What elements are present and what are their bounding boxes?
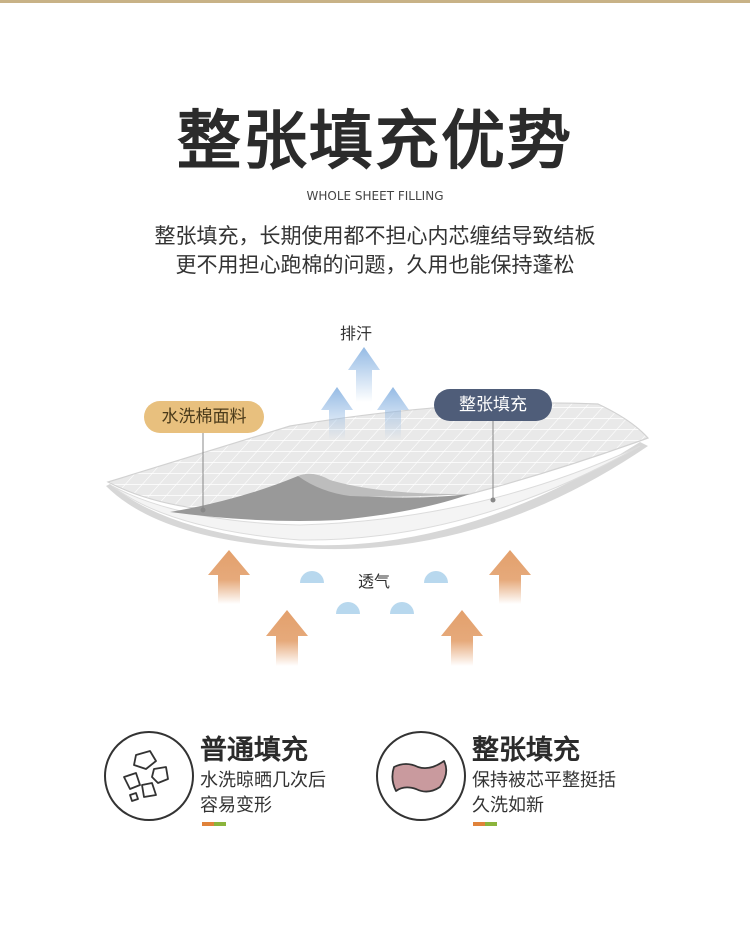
whole-fill-icon-circle (376, 731, 466, 821)
sweat-label: 排汗 (340, 324, 373, 343)
pad-white-layer (111, 445, 641, 541)
whole-fill-desc-1: 保持被芯平整挺括 (472, 770, 616, 791)
air-arrow-3 (266, 610, 308, 666)
description-line-2: 更不用担心跑棉的问题，久用也能保持蓬松 (175, 253, 575, 277)
sweat-arrows (321, 347, 409, 440)
air-arrow-4 (441, 610, 483, 666)
sweat-arrow-left (321, 387, 353, 440)
sweat-arrow-right (377, 387, 409, 440)
ordinary-fill-accent-bar (202, 822, 226, 826)
fabric-tag: 水洗棉面料 (144, 401, 264, 433)
page-title: 整张填充优势 (177, 105, 573, 179)
ordinary-fill-desc-2: 容易变形 (200, 795, 272, 816)
whole-fill-title: 整张填充 (472, 735, 580, 766)
filling-layer (170, 476, 470, 521)
air-arrows (208, 550, 531, 666)
top-divider-line (0, 0, 750, 3)
ordinary-fill-title: 普通填充 (200, 735, 308, 766)
description-line-1: 整张填充，长期使用都不担心内芯缠结导致结板 (154, 224, 596, 248)
sweat-arrow-center (348, 347, 380, 402)
ordinary-fill-desc-1: 水洗晾晒几次后 (200, 770, 326, 791)
whole-fill-desc-2: 久洗如新 (472, 795, 544, 816)
whole-fill-tag: 整张填充 (434, 389, 552, 421)
fill-leader-dot (490, 497, 496, 503)
bubble-1 (300, 571, 324, 583)
page-subtitle: WHOLE SHEET FILLING (306, 189, 444, 203)
air-arrow-2 (489, 550, 531, 604)
bubble-3 (336, 602, 360, 614)
whole-fill-accent-bar (473, 822, 497, 826)
air-bubbles (300, 571, 448, 614)
bubble-2 (424, 571, 448, 583)
fabric-leader-dot (200, 507, 206, 513)
ordinary-fill-icon-circle (104, 731, 194, 821)
whole-sheet-icon (391, 760, 448, 793)
air-arrow-1 (208, 550, 250, 604)
filling-diagram (106, 347, 650, 666)
air-label: 透气 (358, 572, 391, 591)
broken-pieces-icon (123, 750, 169, 802)
bubble-4 (390, 602, 414, 614)
peeled-fabric (298, 473, 470, 497)
